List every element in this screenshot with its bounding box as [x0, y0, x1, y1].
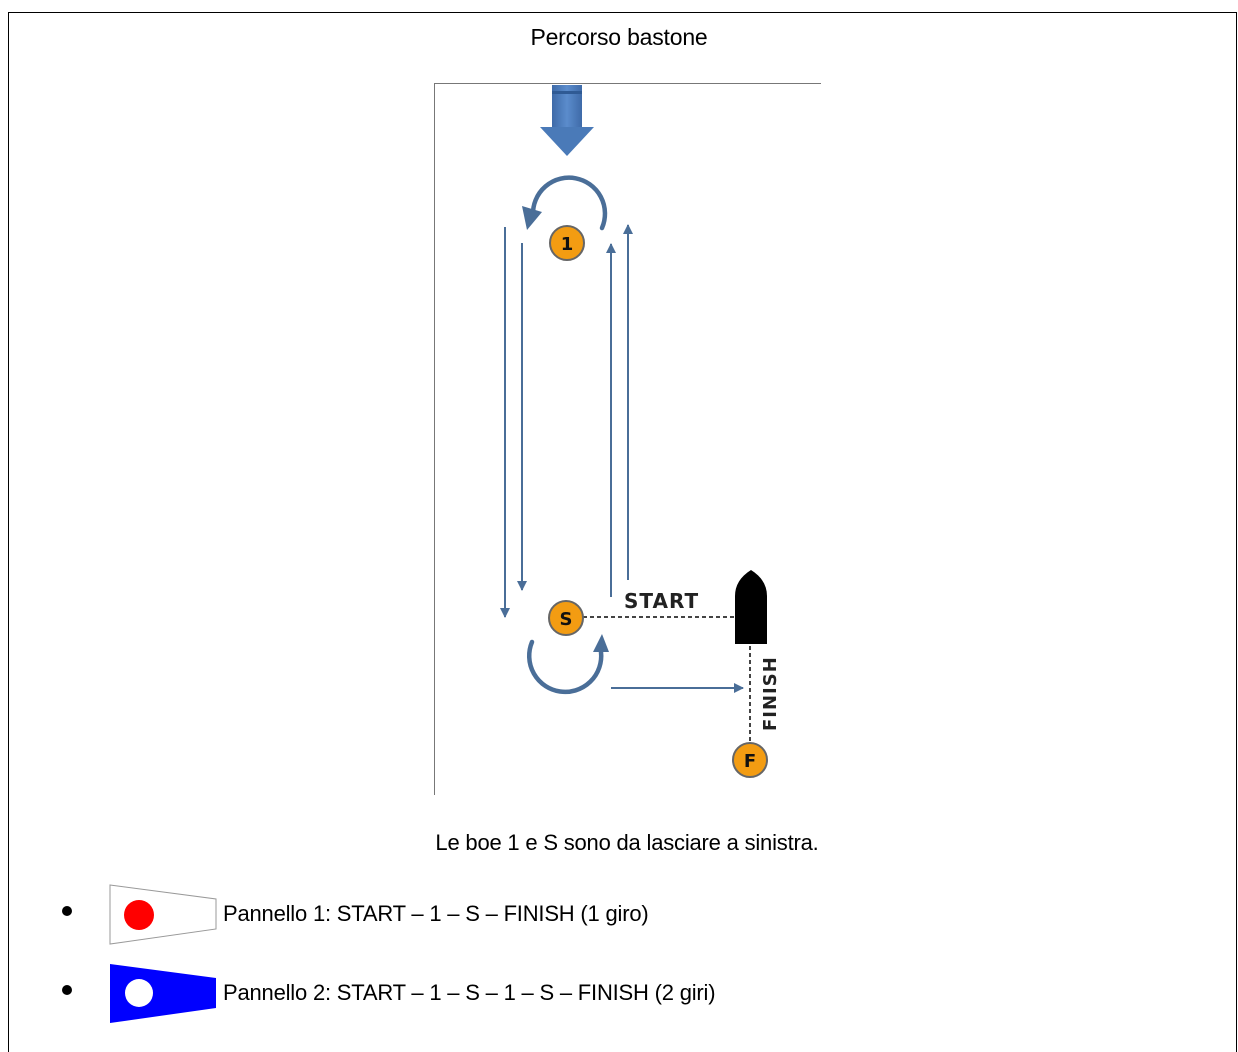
panel-2-text: Pannello 2: START – 1 – S – 1 – S – FINI… [223, 980, 716, 1005]
buoy-mark-1: 1 [549, 225, 585, 261]
panel-2-item: Pannello 2: START – 1 – S – 1 – S – FINI… [0, 963, 1238, 1023]
buoy-mark-f: F [732, 742, 768, 778]
course-note: Le boe 1 e S sono da lasciare a sinistra… [435, 830, 819, 855]
bullet-icon [62, 985, 72, 995]
buoy-mark-f-label: F [744, 751, 756, 772]
course-diagram: START FINISH 1 S F [434, 83, 821, 795]
panel-1-text: Pannello 1: START – 1 – S – FINISH (1 gi… [223, 901, 649, 926]
buoy-mark-1-label: 1 [561, 234, 574, 255]
rounding-arrow-mark-1 [530, 175, 608, 231]
finish-label: FINISH [760, 656, 781, 731]
wind-arrow-icon [540, 85, 594, 156]
buoy-mark-s: S [548, 600, 584, 636]
rounding-arrow-mark-s [526, 639, 604, 695]
start-label: START [624, 589, 699, 613]
buoy-mark-s-label: S [560, 609, 573, 630]
page-title: Percorso bastone [530, 24, 708, 50]
panel-1-item: Pannello 1: START – 1 – S – FINISH (1 gi… [0, 884, 1238, 945]
rounding-arrowhead-mark-s [593, 634, 609, 652]
page-frame [8, 12, 1237, 1052]
blue-pennant-white-dot-icon [110, 964, 216, 1023]
white-pennant-red-dot-icon [109, 884, 217, 945]
bullet-icon [62, 906, 72, 916]
committee-boat-icon [735, 570, 767, 644]
rounding-arrowhead-mark-1 [522, 206, 542, 230]
